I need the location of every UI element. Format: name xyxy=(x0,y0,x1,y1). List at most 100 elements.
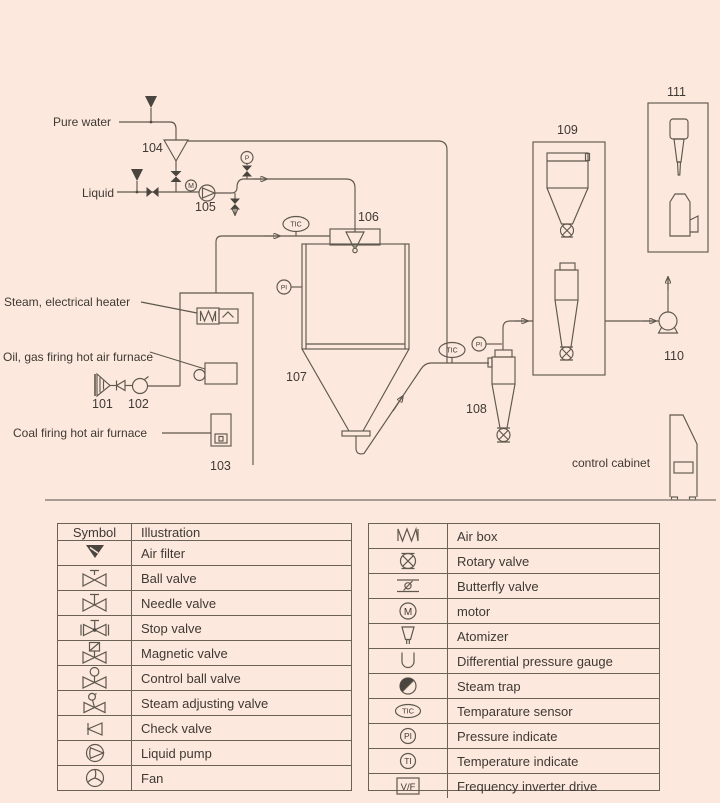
legend-row-atomizer: Atomizer xyxy=(369,623,659,648)
ball-valve-icon xyxy=(146,187,159,197)
control-cabinet: control cabinet xyxy=(572,414,698,501)
liquid-label: Liquid xyxy=(82,186,114,200)
combustion-air-train xyxy=(94,372,180,398)
heater-section: Steam, electrical heater Oil, gas firing… xyxy=(3,292,254,473)
legend-row-needle-valve: Needle valve xyxy=(58,590,351,615)
product-duct xyxy=(355,362,489,455)
temperature-sensor-bubble: TIC xyxy=(282,215,310,236)
liquid-pump-105 xyxy=(198,184,216,202)
spare-container xyxy=(669,193,691,237)
equip-number-110: 110 xyxy=(664,349,684,363)
equip-number-108: 108 xyxy=(466,402,487,416)
pressure-gauge-label: P xyxy=(245,155,249,162)
heater-enclosure xyxy=(179,292,254,465)
needle-valve-icon xyxy=(170,171,182,182)
steam-trap-icon xyxy=(399,677,417,695)
pi-label: PI xyxy=(281,285,287,292)
symbol-header: Symbol xyxy=(58,524,132,540)
cabinet-panel xyxy=(673,461,694,474)
legend-row-temperature-indicate: TI Temperature indicate xyxy=(369,748,659,773)
legend-row-butterfly-valve: Butterfly valve xyxy=(369,573,659,598)
electrical-heater-icon xyxy=(218,308,239,324)
legend-header-row: Symbol Illustration xyxy=(58,524,351,540)
needle-valve-icon xyxy=(242,165,252,177)
blower-102 xyxy=(131,377,149,395)
pi-label: PI xyxy=(476,342,482,349)
equip-number-102: 102 xyxy=(128,397,149,411)
pressure-indicate-icon: PI xyxy=(399,727,417,745)
legend-table-right: Air box Rotary valve Butterfly valve M m… xyxy=(368,523,660,798)
needle-valve-icon xyxy=(81,593,107,612)
liquid-pump-icon xyxy=(85,743,105,763)
chamber-pressure-indicator: PI xyxy=(276,279,302,295)
legend-row-air-box: Air box xyxy=(369,524,659,548)
magnetic-valve-icon xyxy=(81,641,107,664)
control-ball-valve-icon xyxy=(81,666,107,689)
feed-tank-104 xyxy=(163,139,189,163)
butterfly-valve-icon xyxy=(397,579,419,593)
temperature-sensor-bubble: TIC xyxy=(438,341,466,363)
equip-number-103: 103 xyxy=(210,459,231,473)
duct-instruments: TIC PI xyxy=(438,336,502,363)
legend-row-frequency-inverter-drive: V/F Frequency inverter drive xyxy=(369,773,659,798)
motor-bubble-label: M xyxy=(188,183,194,190)
pump-motor: M xyxy=(184,179,198,192)
legend-row-steam-trap: Steam trap xyxy=(369,673,659,698)
legend-row-control-ball-valve: Control ball valve xyxy=(58,665,351,690)
motor-icon: M xyxy=(399,602,417,620)
legend-row-stop-valve: Stop valve xyxy=(58,615,351,640)
oil-gas-furnace-label: Oil, gas firing hot air furnace xyxy=(3,350,153,364)
legend-row-air-filter: Air filter xyxy=(58,540,351,565)
control-cabinet-label: control cabinet xyxy=(572,456,651,470)
steam-heater-label: Steam, electrical heater xyxy=(4,295,130,309)
fan-icon xyxy=(658,311,678,331)
outlet-flange xyxy=(341,430,371,437)
equip-number-105: 105 xyxy=(195,200,216,214)
air-box-icon xyxy=(397,526,419,543)
temperature-sensor-icon: TIC xyxy=(394,703,422,719)
ball-valve-icon xyxy=(81,569,107,587)
legend-row-motor: M motor xyxy=(369,598,659,623)
legend-row-temperature-sensor: TIC Temparature sensor xyxy=(369,698,659,723)
legend-table-left: Symbol Illustration Air filter Ball valv… xyxy=(57,523,352,791)
spare-atomizer xyxy=(669,118,689,140)
pump-discharge-line xyxy=(215,178,356,232)
atomizer-icon xyxy=(401,626,415,644)
filter-unit-109: 109 xyxy=(532,123,606,376)
tic-label: TIC xyxy=(290,222,301,229)
feed-system: Pure water 104 Liquid M 105 xyxy=(53,96,448,363)
svg-text:PI: PI xyxy=(404,731,412,741)
atomizer-106: 106 xyxy=(329,210,381,254)
cyclone-outlet-line xyxy=(502,320,533,350)
pressure-gauge: P xyxy=(240,150,254,165)
legend-row-steam-adjusting-valve: Steam adjusting valve xyxy=(58,690,351,715)
legend-row-differential-pressure-gauge: Differential pressure gauge xyxy=(369,648,659,673)
svg-text:TIC: TIC xyxy=(402,707,415,716)
rotary-valve-icon xyxy=(399,552,417,570)
fan-icon xyxy=(85,768,104,788)
air-filter-icon xyxy=(131,169,143,181)
differential-pressure-gauge-icon xyxy=(401,652,415,669)
equip-number-106: 106 xyxy=(358,210,379,224)
pure-water-label: Pure water xyxy=(53,115,111,129)
equip-number-104: 104 xyxy=(142,141,163,155)
illustration-header: Illustration xyxy=(141,524,201,540)
atomizer-icon xyxy=(345,231,365,248)
legend-row-fan: Fan xyxy=(58,765,351,790)
steam-adjusting-valve-icon xyxy=(82,692,106,714)
process-flow-diagram: Pure water 104 Liquid M 105 xyxy=(3,85,716,501)
legend-row-liquid-pump: Liquid pump xyxy=(58,740,351,765)
cyclone-108: 108 xyxy=(466,320,533,443)
drain-valve-icon xyxy=(230,198,240,210)
svg-text:V/F: V/F xyxy=(401,782,416,793)
coal-furnace-label: Coal firing hot air furnace xyxy=(13,426,147,440)
air-filter-icon xyxy=(85,545,104,558)
stop-valve-icon xyxy=(79,619,109,637)
rotary-valve-icon xyxy=(496,427,511,443)
tic-label: TIC xyxy=(446,348,457,355)
drying-chamber-107: 107 PI xyxy=(276,243,489,455)
secondary-cyclone xyxy=(554,262,579,361)
air-distributor xyxy=(329,228,381,246)
hot-air-line: TIC xyxy=(215,215,330,293)
